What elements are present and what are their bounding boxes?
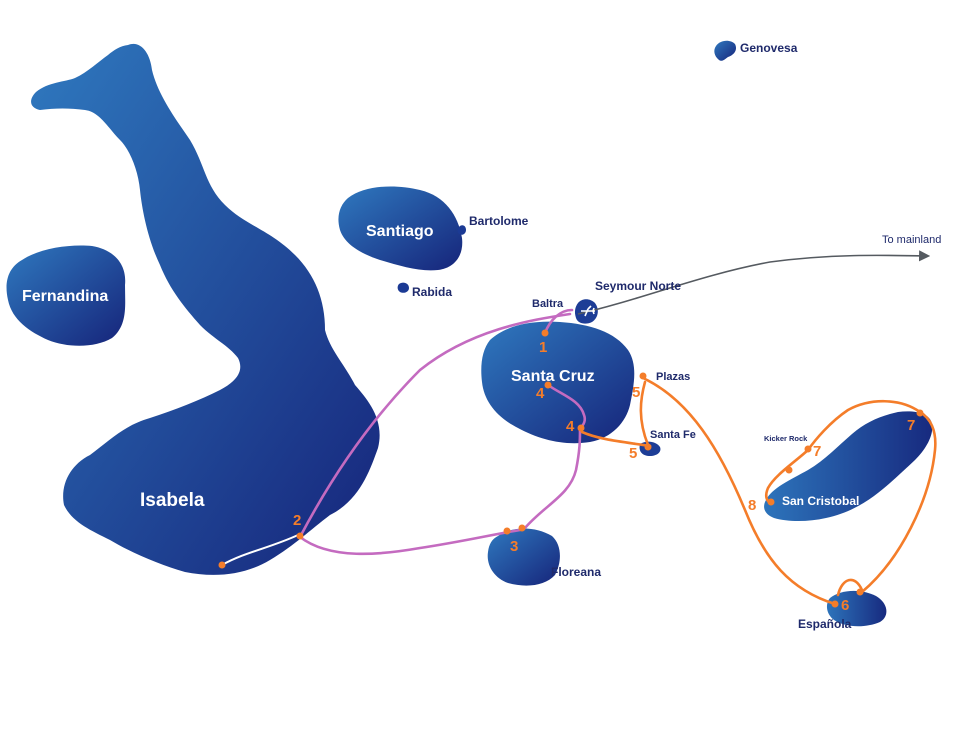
route-espanola-sancristobal [860, 410, 937, 594]
label-espanola: Española [798, 617, 852, 631]
route-isabela-coast [221, 534, 299, 566]
stop-dot-baltra [541, 329, 549, 337]
stop-number: 6 [841, 597, 849, 614]
genovesa-island [714, 40, 737, 61]
label-genovesa: Genovesa [740, 41, 798, 55]
route-santacruz-santafe [580, 430, 652, 448]
rabida-island [397, 282, 409, 293]
route-floreana-santacruz [523, 426, 582, 530]
stop-dot-floreana-2 [518, 524, 526, 532]
stop-dot-floreana-1 [503, 527, 511, 535]
stop-dot-plazas [639, 372, 647, 380]
stop-number: 7 [813, 443, 821, 460]
label-plazas: Plazas [656, 371, 690, 383]
stop-dot-sancristobal-w2 [767, 498, 775, 506]
san-cristobal-island [764, 411, 933, 521]
stop-number: 5 [632, 384, 640, 401]
label-rabida: Rabida [412, 285, 452, 299]
stop-number: 4 [536, 385, 545, 402]
label-floreana: Floreana [551, 565, 601, 579]
stop-number: 7 [907, 417, 915, 434]
airplane-icon [581, 305, 595, 317]
label-san-cristobal: San Cristobal [782, 494, 859, 508]
stop-dot-isabela-east [296, 532, 304, 540]
stop-number: 4 [566, 418, 575, 435]
stop-dot-sancristobal-w1 [785, 466, 793, 474]
stop-dot-santafe [644, 443, 652, 451]
espanola-island [826, 590, 887, 627]
route-plazas-espanola [641, 376, 837, 606]
stop-number: 8 [748, 497, 756, 514]
stop-number: 1 [539, 339, 547, 356]
fernandina-island [6, 245, 126, 346]
route-plazas-santafe [639, 380, 650, 447]
route-sancristobal-north [806, 399, 922, 452]
route-santacruz-inner [546, 383, 587, 430]
label-santiago: Santiago [366, 223, 434, 240]
santa-cruz-island [481, 321, 635, 444]
stop-dot-santacruz-inner [544, 381, 552, 389]
floreana-island [487, 528, 560, 586]
label-santa-fe: Santa Fe [650, 429, 696, 441]
route-kickerrock-loop [764, 448, 810, 505]
route-espanola-loop [836, 578, 864, 597]
stop-dot-kickerrock [804, 445, 812, 453]
route-isabela-baltra [298, 312, 572, 539]
stop-dot-espanola-2 [856, 588, 864, 596]
isabela-island [31, 43, 380, 575]
route-isabela-floreana [298, 528, 522, 556]
label-santa-cruz: Santa Cruz [511, 368, 595, 385]
stop-dot-sancristobal-ne [916, 409, 924, 417]
santiago-island [338, 186, 463, 271]
label-seymour-norte: Seymour Norte [595, 279, 681, 293]
stop-number: 5 [629, 445, 637, 462]
route-mainland [577, 250, 931, 315]
label-bartolome: Bartolome [469, 214, 529, 228]
stop-dot-isabela-west [218, 561, 226, 569]
label-kicker-rock: Kicker Rock [764, 434, 808, 443]
stop-dot-espanola-1 [831, 600, 839, 608]
stop-number: 3 [510, 538, 518, 555]
stop-dot-santacruz-south [577, 424, 585, 432]
label-fernandina: Fernandina [22, 288, 108, 305]
stop-number: 2 [293, 512, 301, 529]
bartolome-island [457, 225, 466, 235]
label-to-mainland: To mainland [882, 234, 941, 246]
label-isabela: Isabela [140, 490, 205, 511]
label-baltra: Baltra [532, 298, 564, 310]
